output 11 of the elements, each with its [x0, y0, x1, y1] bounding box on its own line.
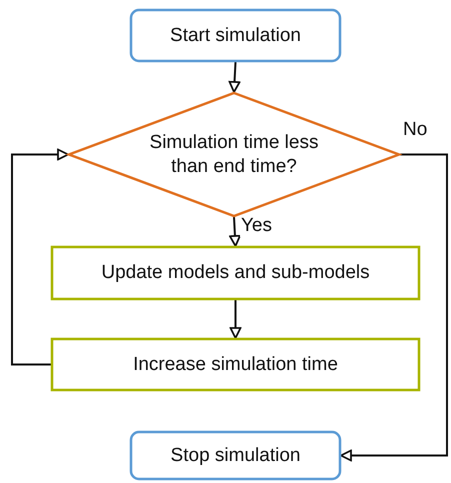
arrow: [228, 62, 240, 93]
arrow: [230, 300, 242, 339]
process-label: Increase simulation time: [133, 352, 338, 376]
process-label: Update models and sub-models: [101, 261, 370, 285]
arrow: [340, 154, 448, 462]
terminal-label: Start simulation: [170, 24, 301, 48]
edge-label: Yes: [240, 215, 273, 237]
decision-label: Simulation time less than end time?: [148, 130, 320, 178]
terminal-label: Stop simulation: [170, 444, 300, 468]
arrow: [229, 216, 241, 247]
arrow: [11, 148, 69, 366]
